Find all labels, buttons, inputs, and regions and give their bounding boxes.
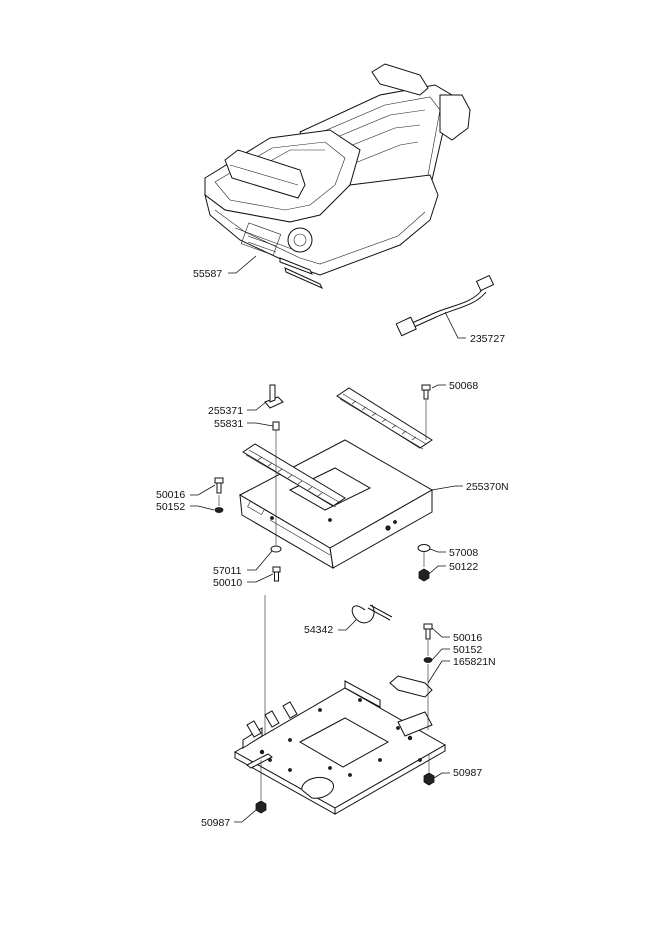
label-nut-plate-left: 50987 [201,817,230,829]
label-bolt-top-right: 50068 [449,380,478,392]
label-nut-plate-right: 50987 [453,767,482,779]
label-bracket: 255371 [208,405,243,417]
label-harness: 235727 [470,333,505,345]
label-plate-bracket: 165821N [453,656,496,668]
plate-fasteners [255,623,435,814]
cable-tie [351,604,393,624]
label-nut-right: 50122 [449,561,478,573]
label-seat: 55587 [193,268,222,280]
part-labels: 55587 235727 50068 255371 55831 50016 50… [156,268,509,829]
seat-assembly [204,63,471,290]
label-washer-right: 57008 [449,547,478,559]
label-washer-lower-left: 57011 [213,565,242,577]
leader-lines [190,255,466,823]
label-screw-left: 50016 [156,489,185,501]
label-washer-left: 50152 [156,501,185,513]
label-bolt-lower-left: 50010 [213,577,242,589]
label-washer-plate: 50152 [453,644,482,656]
label-screw-small: 55831 [214,418,243,430]
frame-fasteners [214,384,431,745]
label-cable-tie: 54342 [304,624,333,636]
label-rail-frame: 255370N [466,481,509,493]
base-plate-assembly [233,680,447,815]
wiring-harness [395,274,495,337]
label-screw-plate: 50016 [453,632,482,644]
rail-frame-assembly [238,387,434,569]
